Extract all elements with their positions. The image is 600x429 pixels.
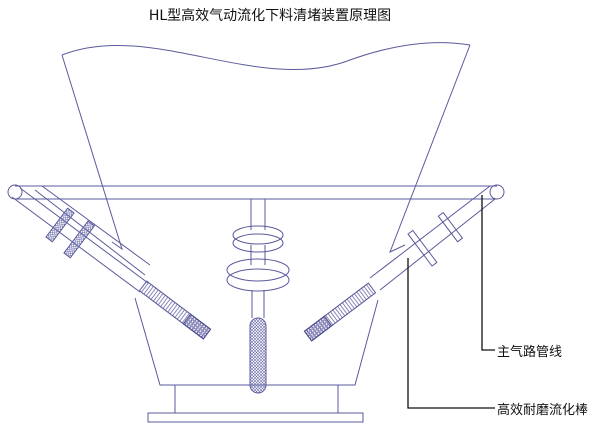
diagram-title: HL型高效气动流化下料清堵装置原理图 — [148, 8, 392, 24]
label-fluidizing-rod: 高效耐磨流化棒 — [497, 403, 589, 418]
label-main-air-pipe: 主气路管线 — [497, 345, 563, 360]
left-fluidizing-rod — [11, 185, 212, 340]
leader-main-air-pipe — [481, 195, 495, 351]
right-fluidizing-rod — [303, 185, 496, 342]
leader-fluidizing-rod — [407, 258, 495, 409]
main-air-pipe — [7, 184, 505, 200]
support-base — [147, 385, 364, 423]
center-fluidizing-rod — [226, 199, 290, 394]
